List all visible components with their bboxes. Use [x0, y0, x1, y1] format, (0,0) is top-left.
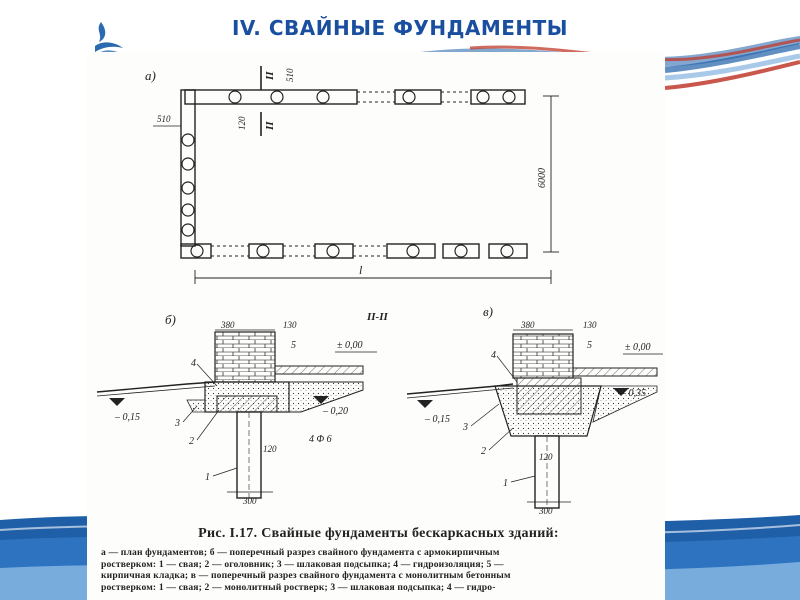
plan-top-grillage-segment	[394, 89, 442, 105]
section-v-dim-offset: 130	[583, 320, 597, 330]
caption-line: ростверком: 1 — свая; 2 — оголовник; 3 —…	[101, 558, 504, 570]
plan-panel-label: а)	[145, 68, 156, 83]
section-b-callout-4: 4	[191, 358, 196, 369]
section-b-callout-5: 5	[291, 340, 296, 351]
section-v-callout-2: 2	[481, 446, 486, 457]
section-v-level-floor: ± 0,00	[625, 342, 651, 353]
plan-top-grillage	[184, 89, 358, 105]
caption-line: а — план фундаментов; б — поперечный раз…	[101, 547, 500, 558]
plan-dim-inner: 120	[237, 116, 247, 130]
caption-line: ростверком: 1 — свая; 2 — монолитный рос…	[101, 581, 496, 593]
foundation-plan: а) II	[145, 66, 559, 284]
plan-dim-top: 510	[285, 68, 295, 82]
section-b-dim-pile-top: 120	[263, 444, 277, 454]
section-v-level-base: – 0,35	[620, 388, 646, 399]
section-v-callout-5: 5	[587, 340, 592, 351]
figure-caption: Рис. I.17. Свайные фундаменты бескаркасн…	[101, 526, 656, 593]
plan-left-grillage	[180, 89, 196, 247]
section-v-callout-1: 1	[503, 478, 508, 489]
section-b-dim-offset: 130	[283, 320, 297, 330]
section-b-panel-label: б)	[165, 312, 176, 327]
section-b-dim-wall: 380	[220, 320, 235, 330]
section-b-level-ground: – 0,15	[114, 412, 140, 423]
section-b-title: II-II	[366, 311, 389, 323]
section-v-panel-label: в)	[483, 304, 493, 319]
top-wave-decoration	[420, 36, 800, 90]
section-b-callout-1: 1	[205, 472, 210, 483]
caption-line: кирпичная кладка; в — поперечный разрез …	[101, 570, 511, 581]
section-b-callout-3: 3	[174, 418, 180, 429]
plan-dim-length: l	[359, 263, 363, 277]
plan-dim-left: 510	[157, 114, 171, 124]
section-v-dim-pile-top: 120	[539, 452, 553, 462]
caption-body: а — план фундаментов; б — поперечный раз…	[101, 547, 656, 593]
plan-top-grillage-segment	[470, 89, 526, 105]
section-b-callout-2: 2	[189, 436, 194, 447]
section-b: б) II-II 380 130 300 120 ± 0,00 – 0,15 –…	[96, 311, 389, 506]
section-v-dim-wall: 380	[520, 320, 535, 330]
section-b-rebar: 4 Φ 6	[309, 434, 332, 445]
section-b-brick-wall	[214, 331, 276, 383]
section-v-dim-pile: 300	[538, 506, 553, 516]
plan-bottom-grillage	[180, 243, 212, 259]
section-mark-bottom: II	[264, 121, 276, 131]
section-v-brick-wall	[512, 333, 574, 379]
section-b-dim-pile: 300	[242, 496, 257, 506]
foundation-figure: а) II	[87, 52, 665, 600]
section-v-level-ground: – 0,15	[424, 414, 450, 425]
slide-title: IV. СВАЙНЫЕ ФУНДАМЕНТЫ	[231, 16, 569, 40]
plan-dim-height: 6000	[537, 168, 548, 188]
section-b-level-base: – 0,20	[322, 406, 348, 417]
section-mark-top: II	[264, 71, 276, 81]
section-v-callout-4: 4	[491, 350, 496, 361]
foundation-drawing: а) II	[96, 66, 663, 516]
caption-title: Рис. I.17. Свайные фундаменты бескаркасн…	[198, 526, 559, 541]
section-b-level-floor: ± 0,00	[337, 340, 363, 351]
plan-piles	[181, 90, 516, 258]
section-v-callout-3: 3	[462, 422, 468, 433]
section-v: в) 380 130 300 120 ± 0,00 – 0,15 – 0,35 …	[406, 304, 663, 516]
